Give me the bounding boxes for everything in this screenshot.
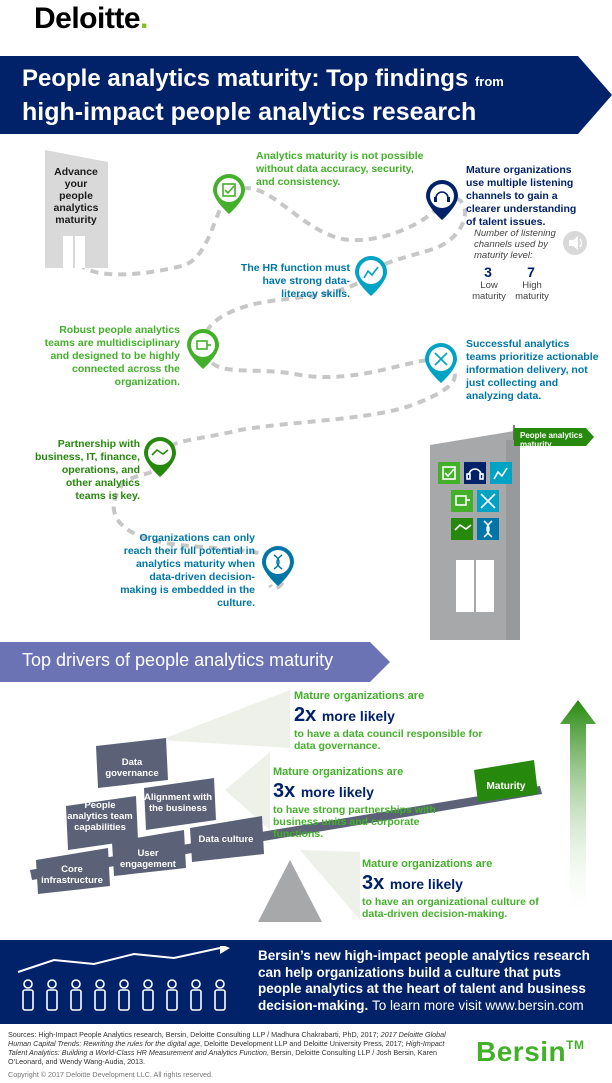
page-title: People analytics maturity: Top findings … bbox=[22, 64, 562, 127]
pin-network-icon bbox=[187, 329, 219, 369]
block-data-governance: Data governance bbox=[105, 757, 159, 779]
pin-expand-arrows-icon bbox=[425, 343, 457, 383]
stat-pre: Mature organizations are bbox=[273, 766, 404, 778]
pin-checkbox-icon bbox=[213, 174, 245, 214]
drivers-banner bbox=[0, 642, 390, 682]
title-banner bbox=[0, 56, 612, 134]
sources-prefix: Sources: High-Impact People Analytics re… bbox=[8, 1030, 379, 1039]
bersin-logo: BersinTM bbox=[476, 1036, 584, 1068]
listening-low-label: Low maturity bbox=[472, 280, 506, 302]
stat-multiplier: 3x bbox=[273, 780, 296, 802]
speaker-icon bbox=[563, 231, 587, 255]
stat-multiplier: 3x bbox=[362, 872, 385, 894]
stat-pre: Mature organizations are bbox=[294, 690, 425, 702]
title-from: from bbox=[474, 74, 504, 89]
stat-data-council: Mature organizations are 2x more likely … bbox=[294, 690, 484, 752]
stat-more-likely: more likely bbox=[389, 876, 463, 892]
block-alignment: Alignment with the business bbox=[143, 792, 213, 814]
pin-headset-icon bbox=[426, 180, 458, 220]
stat-more-likely: more likely bbox=[300, 784, 374, 800]
finding-partnership: Partnership with business, IT, finance, … bbox=[34, 438, 140, 502]
finding-data-literacy: The HR function must have strong data-li… bbox=[240, 262, 350, 300]
sources-suffix: , Bersin, Deloitte Consulting LLP / Josh… bbox=[8, 1048, 437, 1066]
pin-chart-person-icon bbox=[355, 256, 387, 296]
start-building bbox=[45, 150, 108, 268]
drivers-title: Top drivers of people analytics maturity bbox=[22, 650, 334, 670]
maturity-flag-label: People analytics maturity bbox=[520, 431, 583, 449]
sources-italic-1: 2017 Deloitte Global Human Capital Trend… bbox=[8, 1030, 446, 1048]
finding-culture: Organizations can only reach their full … bbox=[120, 532, 255, 609]
block-data-culture: Data culture bbox=[198, 834, 254, 845]
stat-post: to have strong partnerships with busines… bbox=[273, 804, 436, 840]
start-building-label: Advance your people analytics maturity bbox=[53, 166, 99, 226]
finding-multidisciplinary: Robust people analytics teams are multid… bbox=[44, 324, 180, 388]
finding-information-delivery: Successful analytics teams prioritize ac… bbox=[466, 338, 599, 402]
sources-mid: , Deloitte Development LLP and Deloitte … bbox=[200, 1039, 404, 1048]
stat-post: to have an organizational culture of dat… bbox=[362, 896, 539, 920]
pin-dna-icon bbox=[262, 546, 294, 586]
seesaw-diagram bbox=[30, 690, 596, 922]
bottom-text: Bersin’s new high-impact people analytic… bbox=[258, 948, 590, 1013]
deloitte-logo: Deloitte. bbox=[34, 2, 148, 36]
listening-high-label: High maturity bbox=[515, 280, 549, 302]
bersin-text: Bersin bbox=[476, 1036, 567, 1067]
learn-more-link[interactable]: To learn more visit www.bersin.com bbox=[372, 997, 584, 1013]
stat-post: to have a data council responsible for d… bbox=[294, 728, 483, 752]
copyright: Copyright © 2017 Deloitte Development LL… bbox=[8, 1070, 214, 1079]
people-growth-icon bbox=[17, 946, 230, 1011]
trademark: TM bbox=[566, 1038, 585, 1052]
listening-low-value: 3 bbox=[484, 264, 492, 280]
stat-partnerships: Mature organizations are 3x more likely … bbox=[273, 766, 443, 840]
stat-multiplier: 2x bbox=[294, 704, 317, 726]
sources-italic-2: High-Impact Talent Analytics: Building a… bbox=[8, 1039, 445, 1057]
maturity-label: Maturity bbox=[486, 781, 526, 792]
logo-dot: . bbox=[140, 2, 148, 35]
title-line2: high-impact people analytics research bbox=[22, 98, 477, 126]
block-core-infrastructure: Core infrastructure bbox=[41, 864, 103, 886]
pin-handshake-icon bbox=[144, 437, 176, 477]
block-team-capabilities: People analytics team capabilities bbox=[67, 800, 133, 833]
block-user-engagement: User engagement bbox=[120, 848, 176, 870]
finding-data-accuracy: Analytics maturity is not possible witho… bbox=[256, 150, 424, 188]
title-line1: People analytics maturity: Top findings bbox=[22, 65, 469, 92]
stat-pre: Mature organizations are bbox=[362, 858, 493, 870]
end-building bbox=[430, 425, 594, 640]
logo-text: Deloitte bbox=[34, 2, 141, 35]
listening-label: Number of listening channels used by mat… bbox=[474, 228, 556, 261]
stat-more-likely: more likely bbox=[321, 708, 395, 724]
stat-culture: Mature organizations are 3x more likely … bbox=[362, 858, 562, 920]
listening-high-value: 7 bbox=[527, 264, 535, 280]
journey-path bbox=[45, 150, 594, 640]
bottom-message: Bersin’s new high-impact people analytic… bbox=[258, 948, 604, 1014]
finding-listening-channels: Mature organizations use multiple listen… bbox=[466, 164, 577, 228]
sources-text: Sources: High-Impact People Analytics re… bbox=[8, 1030, 463, 1066]
